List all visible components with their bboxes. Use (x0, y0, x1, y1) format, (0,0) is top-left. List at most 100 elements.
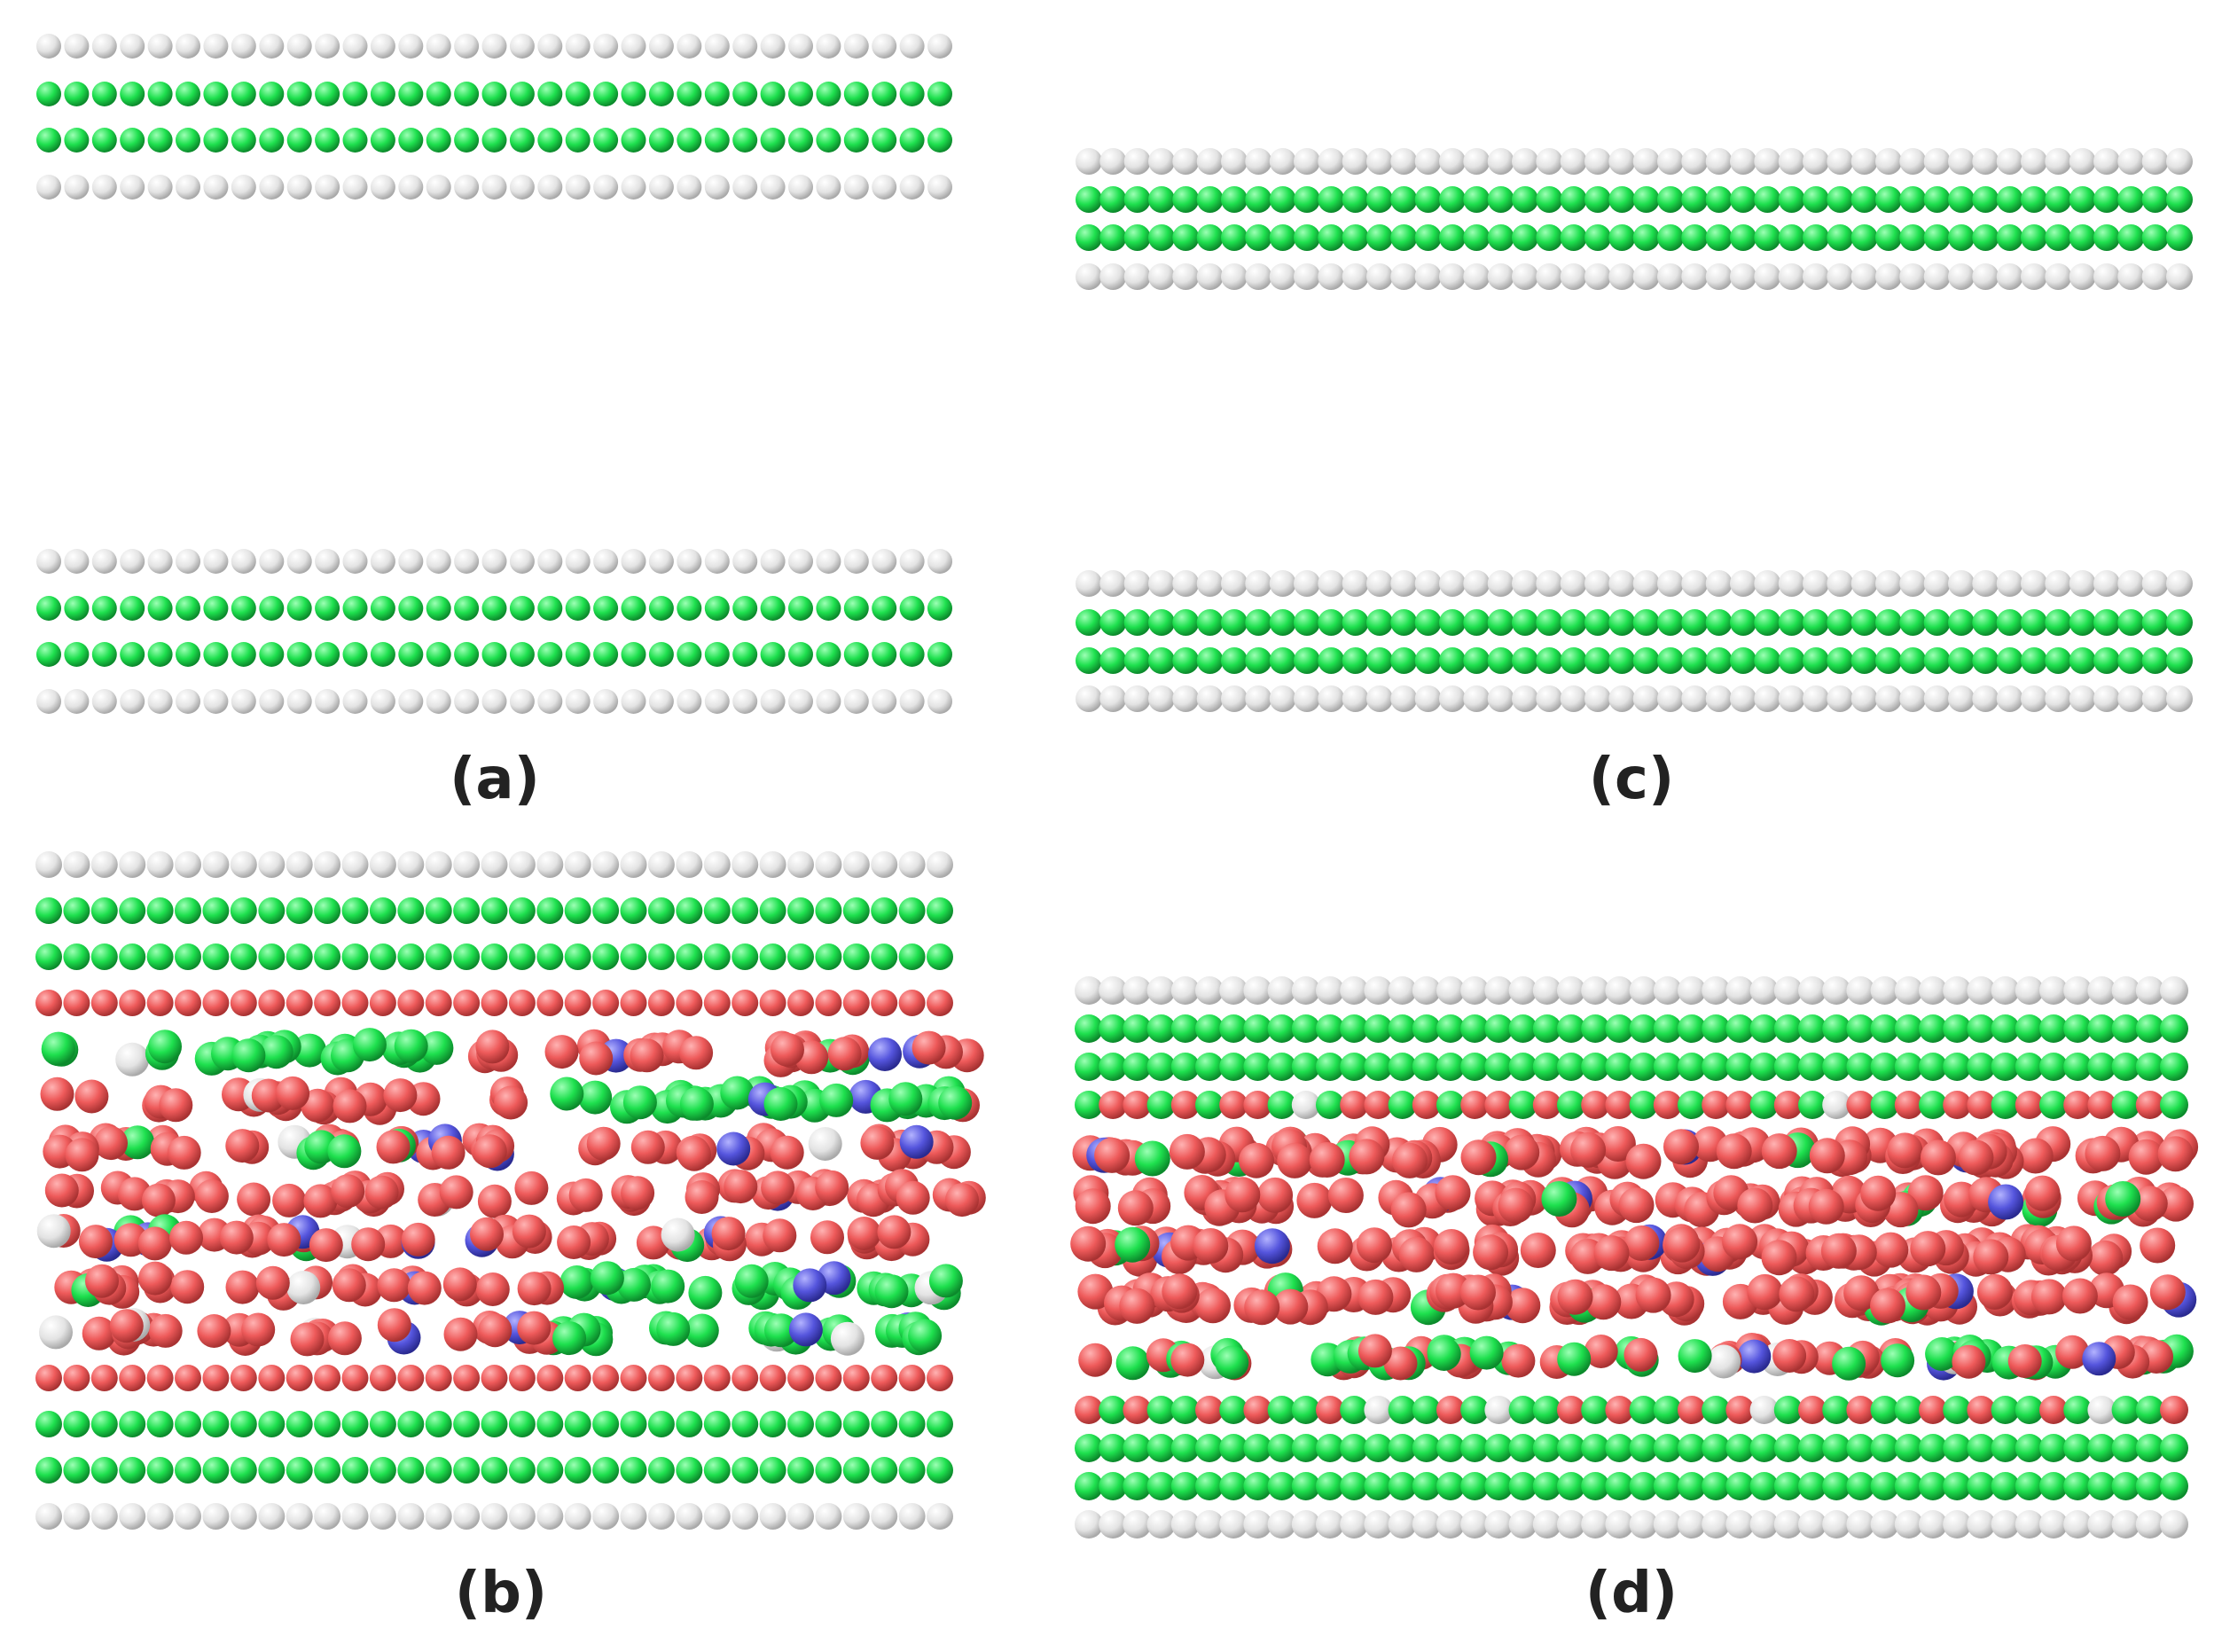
green-atom (509, 596, 535, 621)
white-atom (872, 549, 897, 574)
green-atom (1749, 1091, 1779, 1119)
green-atom (1170, 1053, 1200, 1081)
red-atom (85, 1264, 119, 1298)
red-atom (1504, 1134, 1540, 1170)
red-atom (2017, 1138, 2054, 1174)
white-atom (1123, 263, 1151, 290)
green-atom (1436, 1472, 1465, 1500)
green-atom (119, 943, 146, 970)
green-atom (593, 596, 619, 621)
white-atom (1460, 976, 1490, 1005)
green-atom (688, 1275, 723, 1310)
white-atom (1243, 1510, 1272, 1538)
white-atom (2160, 1510, 2188, 1538)
red-atom (167, 1135, 201, 1170)
red-atom (1391, 1142, 1428, 1178)
green-atom (1948, 224, 1975, 251)
white-atom (1996, 148, 2023, 175)
red-atom (1664, 1226, 1701, 1263)
green-atom (1123, 609, 1151, 636)
red-atom (1907, 1175, 1944, 1211)
green-atom (1870, 1053, 1899, 1081)
white-atom (1484, 1510, 1514, 1538)
white-atom (1629, 1510, 1658, 1538)
green-atom (536, 1411, 564, 1437)
green-atom (315, 82, 340, 106)
green-atom (63, 943, 90, 970)
white-atom (704, 175, 730, 200)
green-atom (1846, 1472, 1875, 1500)
green-atom (1243, 1014, 1272, 1043)
white-atom (1608, 263, 1636, 290)
white-atom (286, 34, 312, 59)
red-atom (508, 1365, 536, 1391)
white-atom (1148, 570, 1175, 597)
green-atom (91, 128, 117, 153)
green-atom (1508, 1091, 1537, 1119)
red-atom (146, 990, 174, 1016)
green-atom (2135, 1434, 2164, 1462)
white-atom (2166, 148, 2193, 175)
white-atom (481, 689, 507, 714)
panel-d-label: (d) (1585, 1561, 1678, 1626)
red-atom (425, 1365, 452, 1391)
white-atom (899, 34, 925, 59)
white-atom (927, 851, 953, 878)
white-atom (1730, 148, 1756, 175)
green-atom (508, 1457, 536, 1484)
white-atom (91, 549, 117, 574)
white-atom (1948, 685, 1975, 712)
red-atom (1123, 1091, 1152, 1119)
white-atom (2087, 976, 2116, 1005)
green-atom (764, 1313, 798, 1348)
red-atom (301, 1088, 335, 1123)
white-atom (1996, 685, 2023, 712)
red-atom (1460, 1091, 1490, 1119)
white-atom (564, 1503, 591, 1530)
red-atom (1653, 1091, 1682, 1119)
white-atom (453, 851, 481, 878)
white-atom (120, 689, 145, 714)
green-atom (91, 596, 117, 621)
green-atom (231, 82, 256, 106)
white-atom (2039, 976, 2068, 1005)
green-atom (1919, 1014, 1947, 1043)
white-atom (1342, 148, 1369, 175)
green-atom (1508, 1396, 1537, 1424)
green-atom (1678, 1091, 1706, 1119)
white-atom (286, 549, 312, 574)
white-atom (1846, 1510, 1875, 1538)
white-atom (1632, 263, 1660, 290)
green-atom (342, 128, 368, 153)
white-atom (2069, 263, 2096, 290)
green-atom (481, 943, 508, 970)
white-atom (1508, 1510, 1537, 1538)
green-atom (656, 1311, 691, 1346)
green-atom (592, 943, 620, 970)
white-atom (64, 175, 90, 200)
white-atom (703, 851, 731, 878)
green-atom (1996, 186, 2023, 213)
green-atom (1705, 609, 1733, 636)
white-atom (1099, 1510, 1128, 1538)
white-atom (286, 175, 312, 200)
white-atom (842, 851, 870, 878)
green-atom (286, 897, 313, 924)
blue-atom (716, 1131, 751, 1166)
green-atom (341, 943, 369, 970)
green-atom (593, 128, 619, 153)
green-atom (1608, 224, 1636, 251)
red-atom (425, 990, 452, 1016)
blue-atom (788, 1312, 823, 1347)
white-atom (426, 689, 451, 714)
red-atom (237, 1182, 271, 1217)
green-atom (202, 1411, 230, 1437)
white-atom (564, 851, 591, 878)
panel-a-slab-structure (36, 34, 952, 714)
white-atom (1342, 685, 1369, 712)
white-atom (1730, 263, 1756, 290)
white-atom (120, 549, 145, 574)
red-atom (1910, 1231, 1946, 1267)
red-atom (896, 1180, 930, 1215)
white-atom (1532, 976, 1561, 1005)
